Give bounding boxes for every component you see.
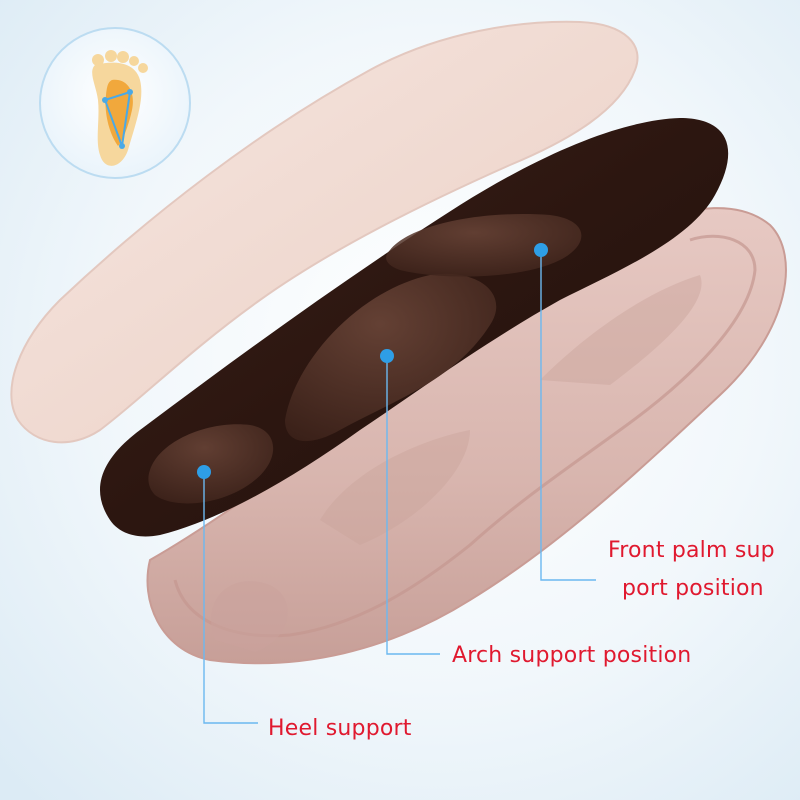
foot-arch-diagram-icon [39, 27, 191, 179]
top-insole-layer [10, 20, 639, 444]
arch-leader-line [386, 356, 440, 655]
front-palm-leader-line [540, 250, 596, 581]
front-palm-label-line1: Front palm sup [608, 538, 775, 563]
front-palm-label-line2: port position [622, 576, 764, 602]
arch-support-label: Arch support position [452, 643, 692, 668]
heel-marker-dot [197, 465, 211, 479]
front-palm-support-label: Front palm sup port position [608, 538, 775, 603]
heel-support-label: Heel support [268, 716, 412, 741]
front-palm-marker-dot [534, 243, 548, 257]
heel-leader-line [203, 476, 258, 724]
arch-marker-dot [380, 349, 394, 363]
bottom-foam-layer [146, 207, 787, 665]
